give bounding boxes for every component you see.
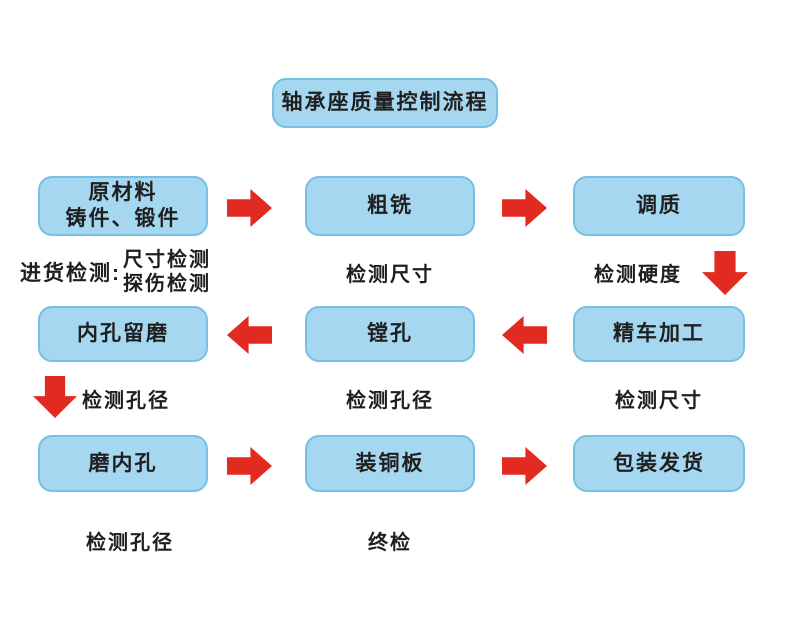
- process-box-grind-inner-hole: 磨内孔: [38, 435, 208, 492]
- check-incoming-item-dimension: 尺寸检测: [123, 249, 211, 271]
- check-hardness: 检测硬度: [594, 264, 682, 286]
- process-box-fine-turning: 精车加工: [573, 306, 745, 362]
- arrow-left-icon: [227, 316, 272, 354]
- check-incoming-inspection: 进货检测: 尺寸检测 探伤检测: [20, 248, 211, 296]
- check-dimension-after-turning: 检测尺寸: [615, 390, 703, 412]
- process-box-rough-milling: 粗铣: [305, 176, 475, 236]
- check-incoming-items: 尺寸检测 探伤检测: [123, 248, 211, 296]
- check-dimension-after-milling: 检测尺寸: [346, 264, 434, 286]
- arrow-left-icon: [502, 316, 547, 354]
- check-incoming-item-flaw: 探伤检测: [123, 273, 211, 295]
- check-incoming-label: 进货检测:: [20, 262, 121, 285]
- arrow-right-icon: [502, 189, 547, 227]
- process-box-packing-shipping: 包装发货: [573, 435, 745, 492]
- flowchart-title: 轴承座质量控制流程: [272, 78, 498, 128]
- process-box-install-copper-plate: 装铜板: [305, 435, 475, 492]
- process-box-boring: 镗孔: [305, 306, 475, 362]
- arrow-down-icon: [33, 376, 77, 418]
- arrow-down-icon: [702, 251, 748, 295]
- arrow-right-icon: [227, 447, 272, 485]
- arrow-right-icon: [502, 447, 547, 485]
- check-bore-diameter-middle: 检测孔径: [346, 390, 434, 412]
- process-box-quench-temper: 调质: [573, 176, 745, 236]
- process-box-raw-material: 原材料 铸件、锻件: [38, 176, 208, 236]
- check-bore-diameter-left: 检测孔径: [82, 390, 170, 412]
- process-box-bore-grinding-allowance: 内孔留磨: [38, 306, 208, 362]
- arrow-right-icon: [227, 189, 272, 227]
- check-bore-diameter-final: 检测孔径: [86, 532, 174, 554]
- check-final-inspection: 终检: [368, 532, 412, 554]
